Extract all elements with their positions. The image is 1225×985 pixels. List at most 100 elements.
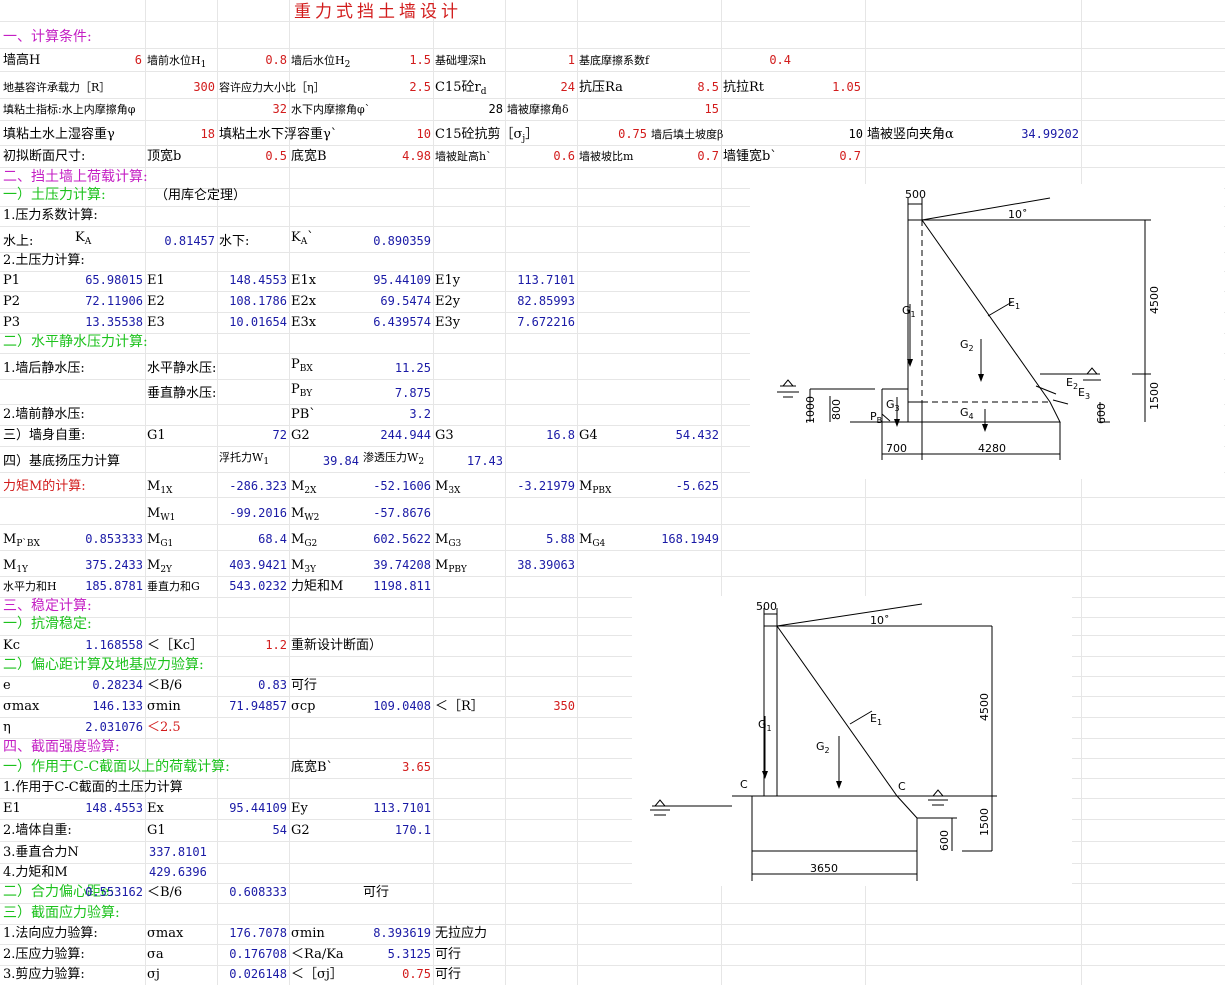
label-back-water: 墙后水位H2 (291, 54, 351, 70)
svg-text:500: 500 (756, 600, 777, 613)
value-friction-angle-above[interactable]: 32 (272, 102, 287, 116)
row-hydro-title: 二）水平静水压力计算: (0, 332, 1225, 354)
label-4280: 4280 (978, 442, 1006, 455)
label-friction-coef: 基底摩擦系数f (579, 54, 650, 67)
label-slope-ratio: 墙被坡比m (579, 150, 634, 163)
svg-text:C: C (740, 778, 748, 791)
value-heel-width[interactable]: 0.7 (839, 149, 861, 163)
row-conditions-5: 初拟断面尺寸: 顶宽b 0.5 底宽B 4.98 墙被趾高h` 0.6 墙被坡比… (0, 146, 1225, 168)
value-wet-weight[interactable]: 18 (200, 127, 215, 141)
row-cc-m: 4.力矩和M 429.6396 (0, 862, 1225, 884)
row-stress-1: 1.法向应力验算: σmax 176.7078 σmin 8.393619 无拉… (0, 923, 1225, 945)
row-section-2: 二、挡土墙上荷载计算: (0, 167, 1225, 189)
label-below-water: 水下: (219, 234, 250, 249)
svg-text:E3: E3 (1078, 386, 1090, 401)
value-back-water[interactable]: 1.5 (409, 53, 431, 67)
value-tensile[interactable]: 1.05 (832, 80, 861, 94)
value-foundation-depth[interactable]: 1 (567, 53, 575, 67)
row-moments-2: MW1 -99.2016 MW2 -57.8676 (0, 503, 1225, 525)
label-1000: 1000 (804, 396, 817, 424)
value-ka-prime: 0.890359 (373, 234, 431, 248)
label-bearing-capacity: 地基容许承载力［R］ (3, 81, 111, 94)
value-compressive[interactable]: 8.5 (697, 80, 719, 94)
svg-text:600: 600 (938, 830, 951, 851)
row-conditions-2: 地基容许承载力［R］ 300 容许应力大小比［η］ 2.5 C15砼rd 24 … (0, 77, 1225, 99)
value-wall-friction[interactable]: 15 (704, 102, 719, 116)
row-cc-title: 1.作用于C-C截面的土压力计算 (0, 777, 1225, 799)
label-stress-ratio: 容许应力大小比［η］ (219, 81, 325, 94)
row-moments-4: M1Y 375.2433 M2Y 403.9421 M3Y 39.74208 M… (0, 555, 1225, 577)
section-strength: 四、截面强度验算: (3, 739, 120, 755)
value-shear[interactable]: 0.75 (618, 127, 647, 141)
value-toe-height[interactable]: 0.6 (553, 149, 575, 163)
value-pb-prime: 3.2 (409, 407, 431, 421)
value-bearing-capacity[interactable]: 300 (193, 80, 215, 94)
row-sliding-title: 一）抗滑稳定: (0, 614, 1225, 636)
row-cc-e: E1 148.4553 Ex 95.44109 Ey 113.7101 (0, 798, 1225, 820)
label-pby: PBY (291, 382, 313, 399)
value-pby: 7.875 (394, 386, 431, 400)
value-top-width[interactable]: 0.5 (265, 149, 287, 163)
label-pressure-calc: 2.土压力计算: (3, 253, 85, 268)
value-slope-ratio[interactable]: 0.7 (697, 149, 719, 163)
row-hydro-2: 垂直静水压: PBY 7.875 (0, 382, 1225, 405)
label-toe-height: 墙被趾高h` (435, 150, 492, 163)
svg-text:G1: G1 (758, 718, 772, 733)
row-section-3: 三、稳定计算: (0, 596, 1225, 618)
row-section-1: 一、计算条件: (0, 27, 1225, 49)
label-wet-weight: 填粘土水上湿容重γ (3, 127, 115, 142)
row-hydro-3: 2.墙前静水压: PB` 3.2 (0, 404, 1225, 426)
row-stress-3: 3.剪应力验算: σj 0.026148 ＜［σj］ 0.75 可行 (0, 964, 1225, 985)
label-concrete-weight: C15砼rd (435, 80, 487, 97)
row-ecc-title: 二）偏心距计算及地基应力验算: (0, 655, 1225, 677)
wall-section-diagram-1: 500 10˚ 4500 1500 1000 800 600 700 4280 … (750, 184, 1224, 479)
row-cc-loads: 一）作用于C-C截面以上的荷载计算: 底宽B` 3.65 (0, 757, 1225, 779)
row-ka: 水上: KA 0.81457 水下: KA` 0.890359 (0, 230, 1225, 253)
value-backfill-slope[interactable]: 10 (848, 127, 863, 141)
value-concrete-weight[interactable]: 24 (560, 80, 575, 94)
svg-text:G1: G1 (902, 304, 916, 319)
label-700: 700 (886, 442, 907, 455)
svg-text:10˚: 10˚ (870, 614, 890, 627)
row-cc-n: 3.垂直合力N 337.8101 (0, 842, 1225, 864)
label-wall-friction: 墙被摩擦角δ (507, 103, 569, 116)
svg-text:E2: E2 (1066, 376, 1078, 391)
label-above-water: 水上: (3, 234, 34, 249)
section-loads: 二、挡土墙上荷载计算: (3, 169, 148, 185)
value-friction-coef[interactable]: 0.4 (769, 53, 791, 67)
value-wall-angle: 34.99202 (1021, 127, 1079, 141)
wall-section-diagram-2: 500 10˚ 4500 1500 600 3650 G1 G2 E1 C C (632, 596, 1072, 886)
label-coef-calc: 1.压力系数计算: (3, 208, 98, 223)
label-buoyant-weight: 填粘土水下浮容重γ` (219, 127, 338, 142)
label-shear: C15砼抗剪［σj］ (435, 127, 539, 144)
value-wall-height[interactable]: 6 (134, 53, 142, 67)
page-title: 重力式挡土墙设计 (294, 2, 462, 22)
section-calc-conditions: 一、计算条件: (3, 29, 92, 45)
label-moment-calc: 力矩M的计算: (3, 479, 86, 494)
row-earth-pressure: 一）土压力计算: （用库仑定理） (0, 185, 1225, 207)
row-pressure-title: 2.土压力计算: (0, 250, 1225, 272)
label-wall-angle: 墙被竖向夹角α (867, 127, 954, 142)
label-500: 500 (905, 188, 926, 201)
row-uplift: 四）基底扬压力计算 浮托力W1 39.84 渗透压力W2 17.43 (0, 451, 1225, 473)
row-kc: Kc 1.168558 ＜［Kc］ 1.2 重新设计断面） (0, 635, 1225, 657)
label-backfill-slope: 墙后填土坡度β (651, 128, 724, 141)
value-pbx: 11.25 (394, 361, 431, 375)
value-buoyant-weight[interactable]: 10 (416, 127, 431, 141)
value-front-water[interactable]: 0.8 (265, 53, 287, 67)
label-ka: KA (75, 230, 92, 247)
section-stability: 三、稳定计算: (3, 598, 92, 614)
row-moments-3: MP`BX 0.853333 MG1 68.4 MG2 602.5622 MG3… (0, 529, 1225, 551)
value-ka: 0.81457 (164, 234, 215, 248)
value-friction-angle-below[interactable]: 28 (488, 102, 503, 116)
value-stress-ratio[interactable]: 2.5 (409, 80, 431, 94)
row-eta: η 2.031076 ＜2.5 (0, 717, 1225, 739)
table-row: P1 65.98015 E1 148.4553 E1x 95.44109 E1y… (0, 270, 1225, 292)
row-title: 重力式挡土墙设计 (0, 0, 1225, 22)
value-bottom-width[interactable]: 4.98 (402, 149, 431, 163)
row-stress-title: 三）截面应力验算: (0, 903, 1225, 925)
svg-text:4500: 4500 (978, 693, 991, 721)
svg-text:3650: 3650 (810, 862, 838, 875)
row-sums: 水平力和H 185.8781 垂直力和G 543.0232 力矩和M 1198.… (0, 576, 1225, 598)
